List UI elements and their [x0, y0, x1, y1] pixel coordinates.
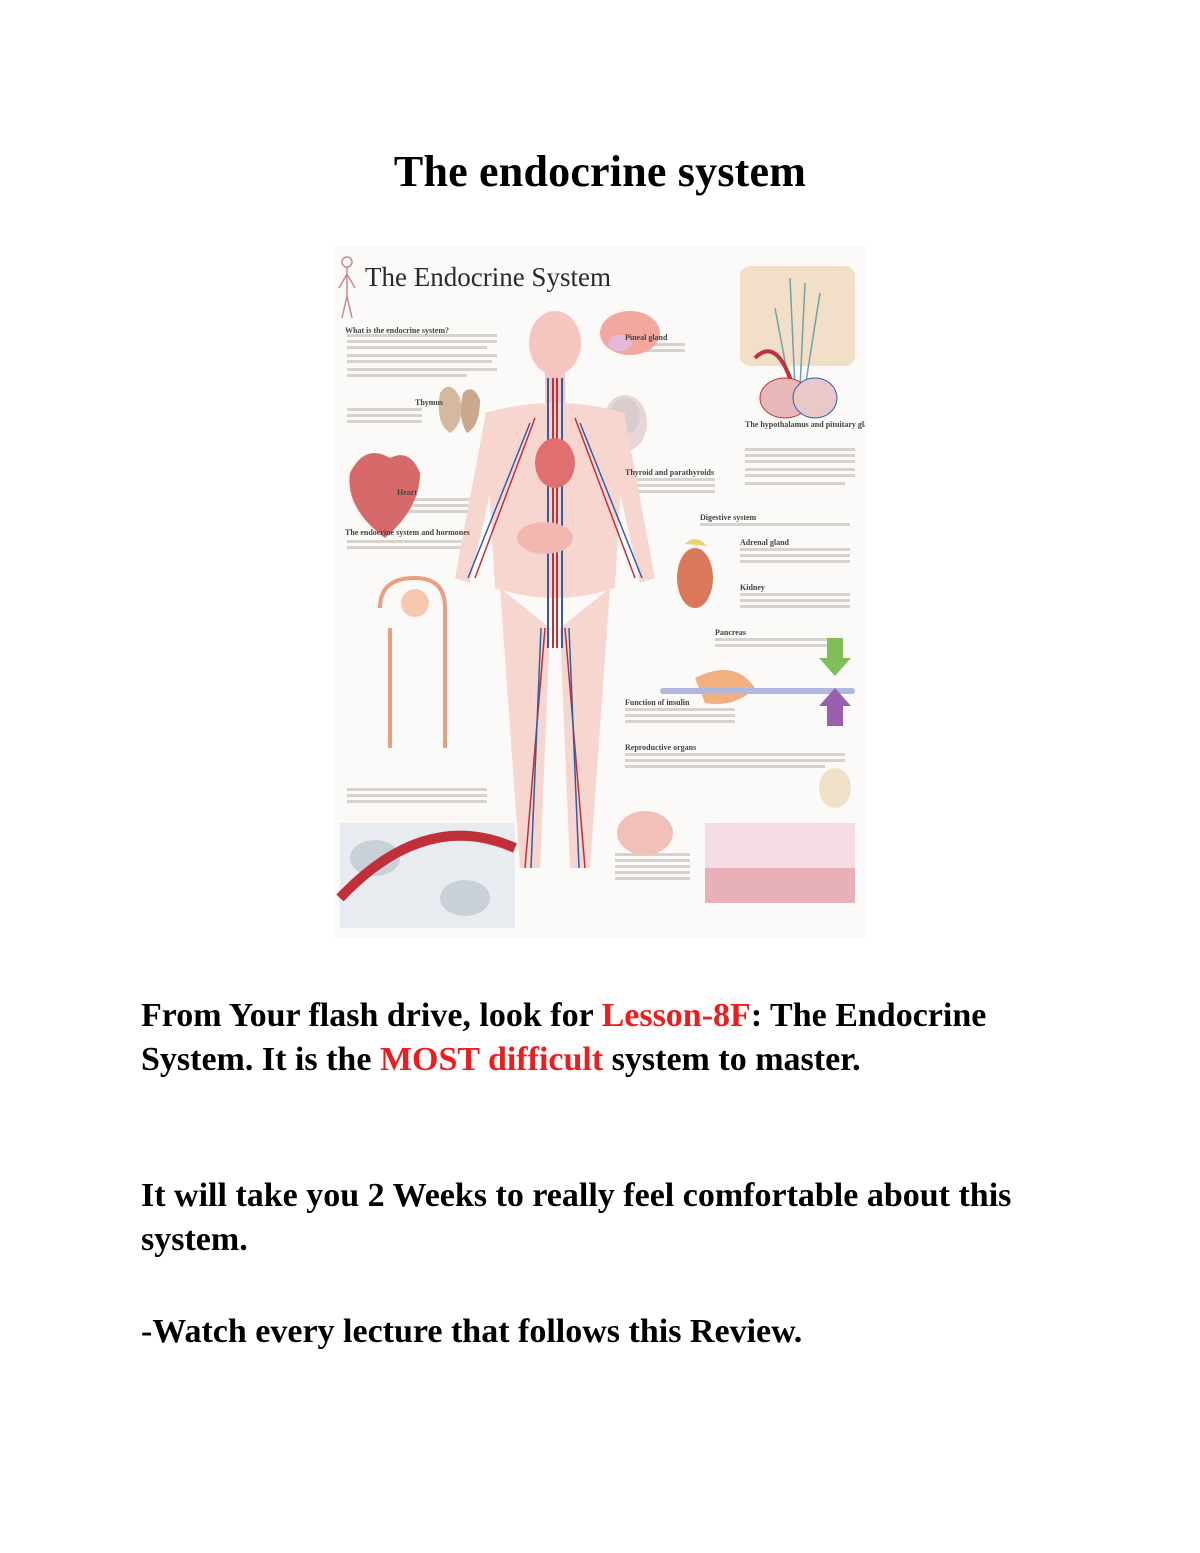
- poster-label: Thyroid and parathyroids: [625, 468, 715, 477]
- poster-label: Adrenal gland: [740, 538, 789, 547]
- poster-label: Heart: [397, 488, 417, 497]
- text: From Your flash drive, look for: [141, 997, 602, 1034]
- poster-label: The hypothalamus and pituitary gland: [745, 420, 865, 429]
- text: : The Endocrine System. It is the: [141, 997, 987, 1078]
- kidney-illustration: [677, 548, 713, 608]
- instruction-paragraph: From Your flash drive, look for Lesson-8…: [141, 994, 1071, 1082]
- small-body-figure-icon: [338, 256, 356, 319]
- poster-label: What is the endocrine system?: [345, 326, 449, 335]
- poster-label: Thymus: [415, 398, 444, 407]
- poster-label: The endocrine system and hormones: [345, 528, 470, 537]
- human-body-figure: [455, 311, 655, 869]
- poster-label: Kidney: [740, 583, 765, 592]
- pancreas-illustration: [695, 670, 755, 704]
- lecture-instruction: -Watch every lecture that follows this R…: [141, 1313, 803, 1350]
- poster-label: Digestive system: [700, 513, 757, 522]
- poster-title: The Endocrine System: [365, 262, 611, 292]
- pituitary-illustration: [740, 266, 855, 419]
- heart-illustration: [349, 453, 420, 538]
- text: system to master.: [603, 1041, 861, 1078]
- anatomy-illustration: [336, 256, 855, 928]
- difficulty-highlight: MOST difficult: [379, 1041, 604, 1078]
- poster-label: Pineal gland: [625, 333, 668, 342]
- duration-paragraph: It will take you 2 Weeks to really feel …: [141, 1177, 1012, 1258]
- page-title: The endocrine system: [393, 147, 807, 196]
- endocrine-system-poster-image: The Endocrine System What is the endocri…: [335, 248, 865, 936]
- poster-label: Pancreas: [715, 628, 746, 637]
- poster-label: Reproductive organs: [625, 743, 697, 752]
- poster-label: Function of insulin: [625, 698, 690, 707]
- lesson-highlight: Lesson-8F: [601, 997, 751, 1034]
